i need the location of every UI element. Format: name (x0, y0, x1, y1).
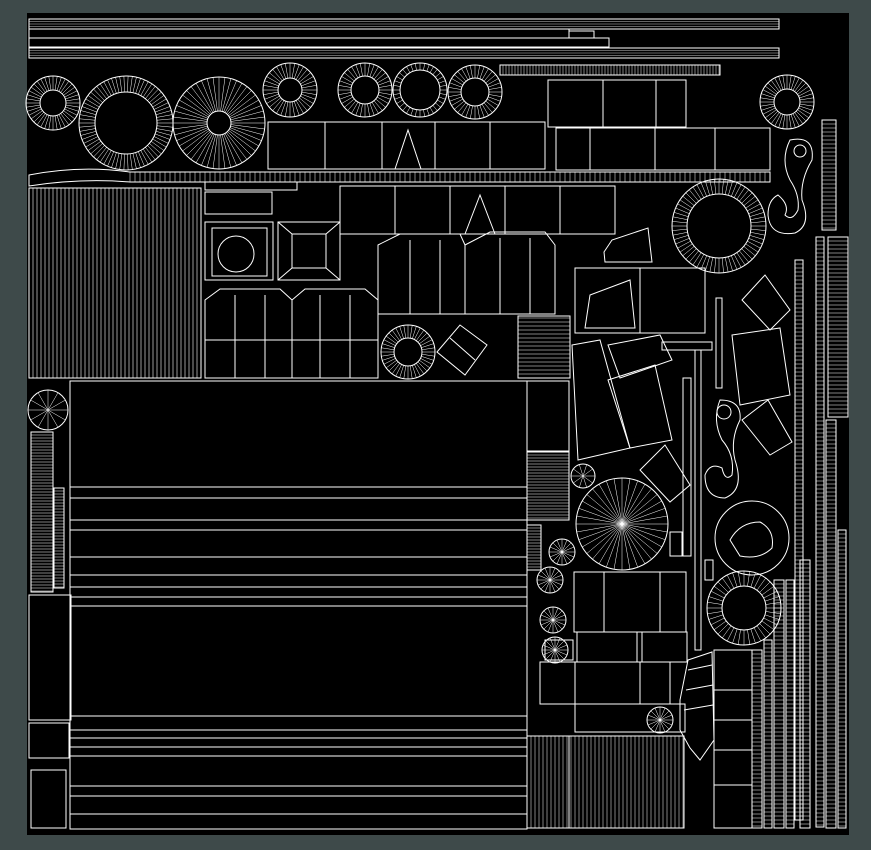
island-large-panel-lines (69, 380, 528, 830)
island-mid-column (526, 380, 685, 829)
island-framed-circle (204, 221, 274, 281)
island-hatched-panel-left (28, 187, 202, 379)
island-box-strip-mid (339, 185, 616, 235)
island-vertical-bars-center (661, 297, 723, 651)
island-box-group-lower (539, 571, 688, 733)
island-hook-upper (767, 138, 813, 235)
island-grid-strips-right (713, 119, 848, 829)
island-left-column (28, 431, 72, 829)
island-handle-piece (574, 227, 706, 334)
island-hook-lower (704, 399, 741, 499)
island-long-strip (28, 168, 771, 187)
island-hatch-block-mid (517, 315, 571, 379)
island-box-strip-upper (267, 79, 771, 171)
island-small-strip (204, 181, 298, 215)
uv-sheet (27, 13, 849, 835)
island-house-shapes-upper (377, 231, 556, 315)
island-tilted-box-right (731, 274, 793, 456)
island-bent-strip (679, 651, 715, 761)
island-beveled-square (277, 221, 341, 281)
island-tilted-box-large (571, 334, 673, 461)
island-tilted-box-small (436, 324, 488, 376)
island-tilted-box-b (639, 444, 691, 503)
island-house-shapes-lower (204, 288, 379, 379)
island-top-strips (28, 18, 780, 76)
